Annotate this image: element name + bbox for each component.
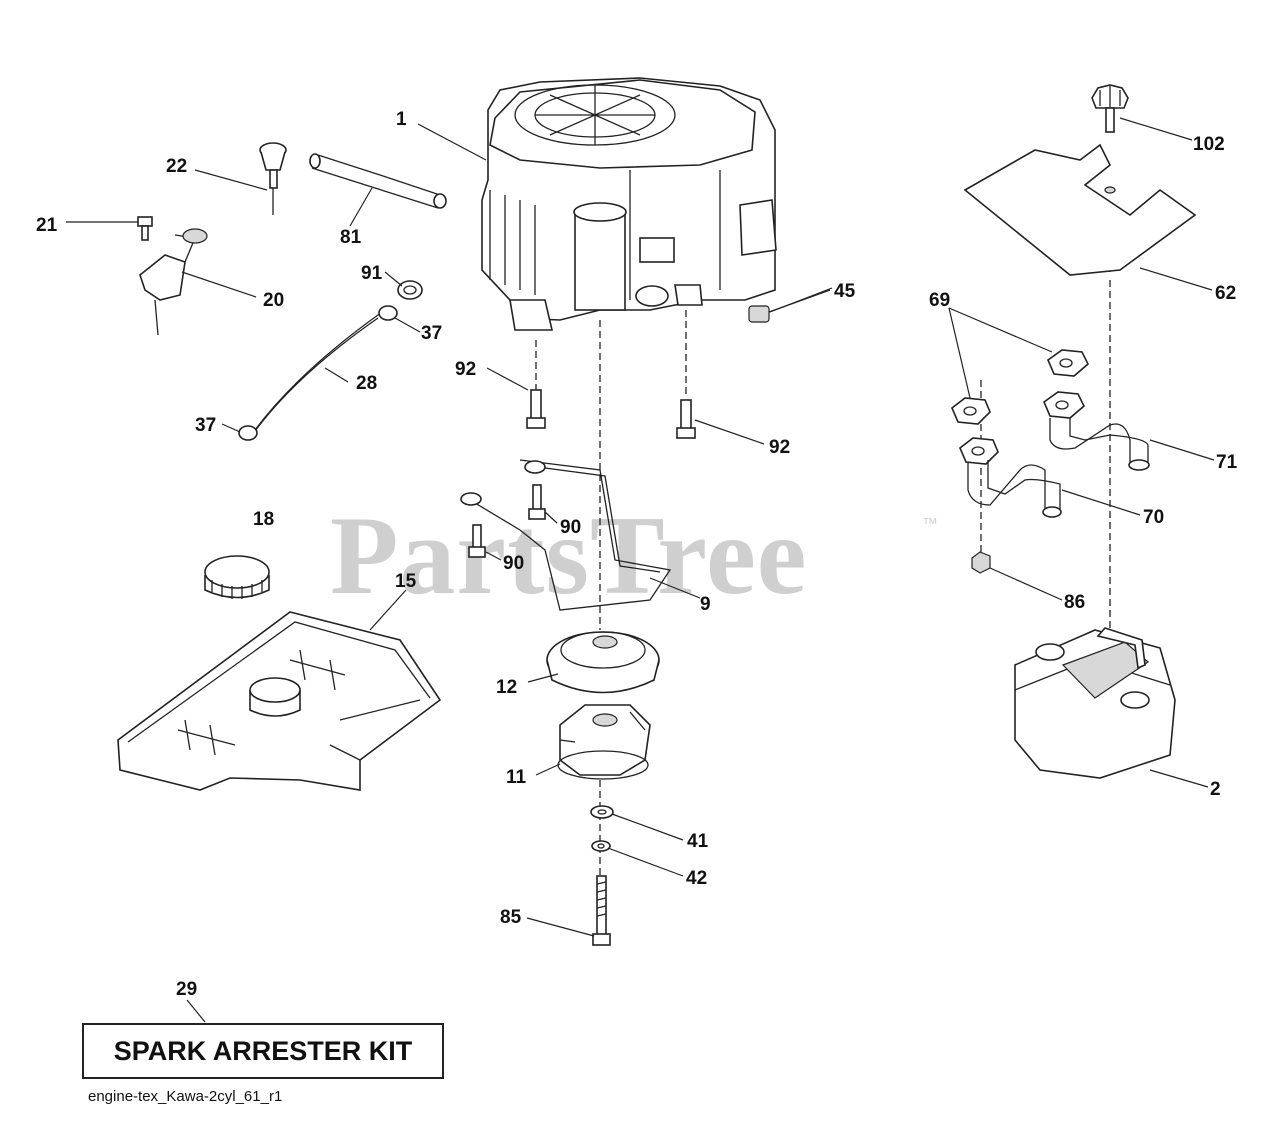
callout-15[interactable]: 15 — [395, 571, 417, 592]
knob-part-102[interactable] — [1091, 84, 1129, 133]
engine-part-1[interactable] — [481, 77, 777, 331]
bracket-part-20[interactable] — [139, 228, 208, 336]
muffler-part-2[interactable] — [1014, 627, 1176, 779]
clamp-part-37-lower[interactable] — [238, 425, 258, 441]
heat-shield-part-62[interactable] — [963, 143, 1197, 276]
gasket-part-69-c[interactable] — [959, 437, 999, 465]
callout-62[interactable]: 62 — [1215, 283, 1237, 304]
callout-37-upper[interactable]: 37 — [421, 323, 443, 344]
spark-arrester-kit-label: SPARK ARRESTER KIT — [113, 1035, 413, 1066]
bolt-part-92-right[interactable] — [676, 399, 696, 439]
pulley-part-12[interactable] — [546, 631, 660, 694]
gasket-part-69-b[interactable] — [1047, 349, 1089, 377]
clamp-part-91[interactable] — [397, 280, 423, 300]
screw-part-90-lower[interactable] — [468, 524, 486, 558]
bolt-part-85[interactable] — [592, 875, 611, 946]
callout-12[interactable]: 12 — [496, 677, 518, 698]
clutch-part-11[interactable] — [557, 704, 651, 780]
callout-41[interactable]: 41 — [687, 831, 709, 852]
callout-20[interactable]: 20 — [263, 290, 285, 311]
callout-22[interactable]: 22 — [166, 156, 188, 177]
callout-2[interactable]: 2 — [1210, 779, 1221, 800]
callout-18[interactable]: 18 — [253, 509, 275, 530]
callout-92-left[interactable]: 92 — [455, 359, 477, 380]
callout-1[interactable]: 1 — [396, 109, 407, 130]
callout-92-right[interactable]: 92 — [769, 437, 791, 458]
callout-81[interactable]: 81 — [340, 227, 362, 248]
callout-91[interactable]: 91 — [361, 263, 383, 284]
nut-part-86[interactable] — [971, 551, 991, 574]
washer-part-42[interactable] — [591, 840, 611, 852]
tube-part-81[interactable] — [309, 153, 447, 209]
callout-9[interactable]: 9 — [700, 594, 711, 615]
screw-part-21[interactable] — [137, 216, 153, 241]
callout-86[interactable]: 86 — [1064, 592, 1086, 613]
callout-29[interactable]: 29 — [176, 979, 198, 1000]
watermark-text: PartsTree — [330, 494, 808, 618]
callout-37-lower[interactable]: 37 — [195, 415, 217, 436]
callout-70[interactable]: 70 — [1143, 507, 1165, 528]
callout-85[interactable]: 85 — [500, 907, 522, 928]
washer-part-41[interactable] — [590, 805, 614, 819]
callout-28[interactable]: 28 — [356, 373, 378, 394]
clamp-part-37-upper[interactable] — [378, 305, 398, 321]
exhaust-pipe-part-71[interactable] — [1049, 418, 1150, 471]
callout-69[interactable]: 69 — [929, 290, 951, 311]
callout-45[interactable]: 45 — [834, 281, 856, 302]
fuel-tank-part-15[interactable] — [117, 611, 442, 791]
callout-11[interactable]: 11 — [506, 767, 527, 788]
callout-102[interactable]: 102 — [1193, 134, 1225, 155]
harness-part-9[interactable] — [460, 459, 672, 611]
callout-90-upper[interactable]: 90 — [560, 517, 582, 538]
leader-lines — [66, 117, 1215, 1023]
callout-21[interactable]: 21 — [36, 215, 58, 236]
fuel-cap-part-18[interactable] — [204, 555, 270, 599]
exhaust-pipe-part-70[interactable] — [967, 460, 1062, 518]
gasket-part-69-d[interactable] — [1043, 391, 1085, 419]
screw-part-90-upper[interactable] — [528, 484, 546, 520]
hose-part-28[interactable] — [249, 309, 386, 439]
diagram-id: engine-tex_Kawa-2cyl_61_r1 — [88, 1088, 283, 1105]
watermark-tm: ™ — [922, 516, 938, 533]
callout-42[interactable]: 42 — [686, 868, 708, 889]
callout-71[interactable]: 71 — [1216, 452, 1238, 473]
bolt-part-92-left[interactable] — [526, 389, 546, 429]
callout-90-lower[interactable]: 90 — [503, 553, 525, 574]
gasket-part-69-a[interactable] — [951, 397, 991, 425]
spark-arrester-kit-box[interactable]: SPARK ARRESTER KIT — [82, 1023, 444, 1079]
dipstick-part-22[interactable] — [259, 142, 287, 215]
